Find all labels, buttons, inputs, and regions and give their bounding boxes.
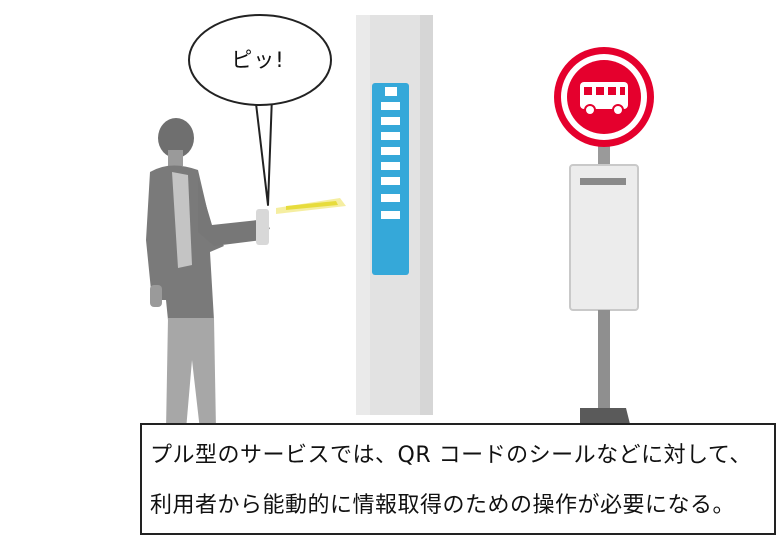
bus-stop <box>554 47 654 432</box>
bus-stop-panel <box>569 164 639 311</box>
display-segments <box>381 87 400 219</box>
info-pillar <box>356 15 433 415</box>
caption-line-1: プル型のサービスでは、QR コードのシールなどに対して、 <box>150 443 752 468</box>
caption-line-2: 利用者から能動的に情報取得のための操作が必要になる。 <box>150 493 736 518</box>
speech-bubble-text: ピッ! <box>231 48 285 72</box>
caption-box: プル型のサービスでは、QR コードのシールなどに対して、 利用者から能動的に情報… <box>140 423 776 535</box>
speech-bubble <box>188 14 332 206</box>
bus-icon <box>580 82 628 116</box>
nfc-beam <box>276 198 346 214</box>
person-figure <box>146 118 270 440</box>
